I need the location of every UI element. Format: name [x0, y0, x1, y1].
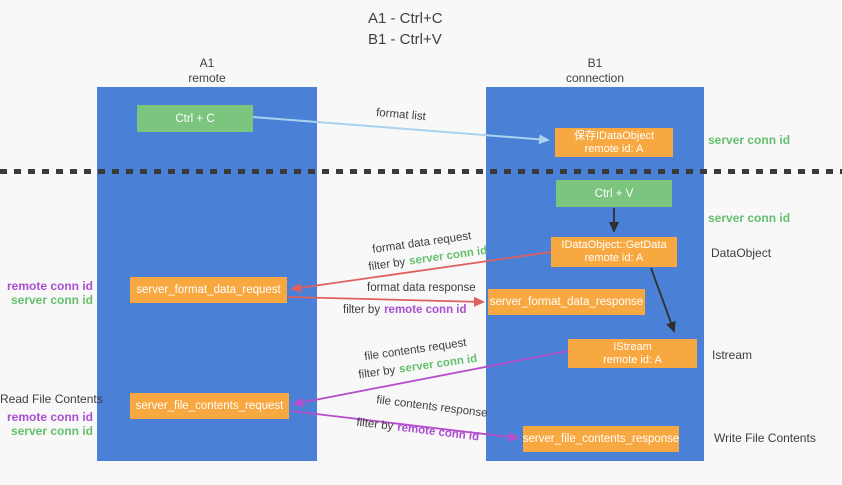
remote-conn-id-text: remote conn id	[384, 304, 467, 316]
filter-by-text: filter by	[357, 364, 397, 382]
left-remote-conn-id-2: remote conn id	[6, 410, 93, 424]
title-line-1: A1 - Ctrl+C	[368, 10, 443, 27]
node-ctrl-c: Ctrl + C	[137, 105, 253, 132]
label-format-data-response: format data response	[367, 282, 476, 294]
node-save-dataobject: 保存IDataObject remote id: A	[555, 128, 673, 157]
lifeline-header-a1: A1 remote	[147, 56, 267, 86]
label-file-contents-response: file contents response	[375, 394, 489, 420]
remote-conn-id-text: remote conn id	[396, 421, 480, 444]
node-istream: IStream remote id: A	[568, 339, 697, 368]
node-getdata-title: IDataObject::GetData	[561, 239, 667, 251]
node-ctrl-v: Ctrl + V	[556, 180, 672, 207]
node-istream-subtitle: remote id: A	[603, 353, 662, 366]
filter-by-text: filter by	[355, 416, 394, 433]
label-format-list: format list	[375, 106, 427, 124]
diagram-title: A1 - Ctrl+C B1 - Ctrl+V	[368, 8, 443, 50]
node-save-dataobject-title: 保存IDataObject	[573, 129, 655, 142]
left-server-conn-id-1: server conn id	[10, 293, 93, 307]
lifeline-a1-name: A1	[199, 56, 215, 70]
format-data-response-arrow	[287, 296, 485, 307]
filter-by-text: filter by	[343, 304, 381, 316]
node-server-format-data-request: server_format_data_request	[130, 277, 287, 303]
title-line-2: B1 - Ctrl+V	[368, 31, 442, 48]
phase-separator-line	[0, 169, 842, 174]
node-save-dataobject-subtitle: remote id: A	[584, 142, 644, 155]
filter-by-text: filter by	[367, 256, 407, 274]
right-istream-label: Istream	[712, 348, 753, 362]
right-server-conn-id-1: server conn id	[708, 133, 791, 147]
right-write-file-contents-label: Write File Contents	[714, 431, 816, 445]
node-istream-title: IStream	[613, 340, 652, 353]
node-server-file-contents-response: server_file_contents_response	[523, 426, 679, 452]
lifeline-header-b1: B1 connection	[535, 56, 655, 86]
node-server-format-data-response: server_format_data_response	[488, 289, 645, 315]
lifeline-b1-role: connection	[565, 71, 625, 85]
right-server-conn-id-2: server conn id	[708, 211, 791, 225]
node-server-file-contents-request: server_file_contents_request	[130, 393, 289, 419]
left-server-conn-id-2: server conn id	[10, 424, 93, 438]
node-getdata-subtitle: remote id: A	[584, 252, 644, 264]
right-dataobject-label: DataObject	[711, 246, 772, 260]
node-getdata: IDataObject::GetData remote id: A	[551, 237, 677, 267]
lifeline-b1-name: B1	[587, 56, 603, 70]
lifeline-a1-role: remote	[188, 71, 226, 85]
left-read-file-contents-label: Read File Contents	[0, 392, 103, 406]
left-remote-conn-id-1: remote conn id	[6, 279, 93, 293]
